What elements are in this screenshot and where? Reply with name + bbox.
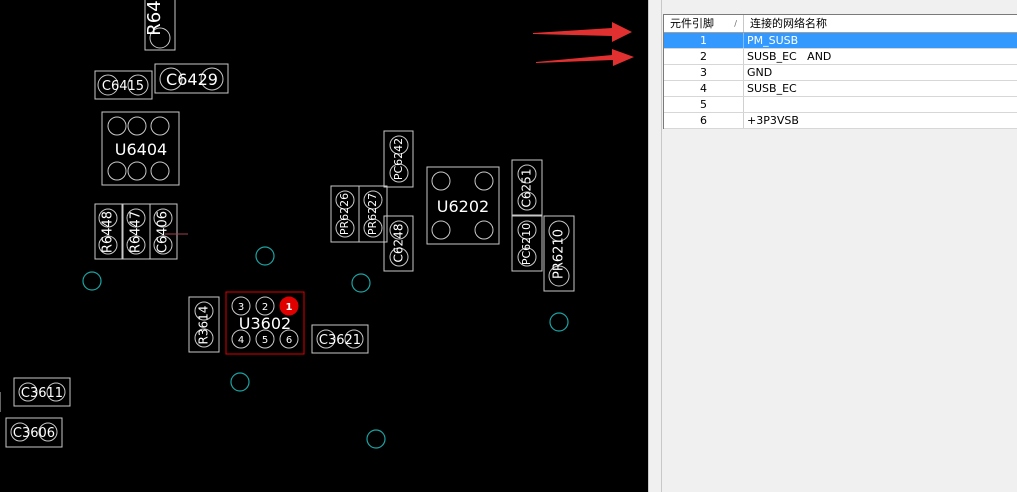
u3602-pin-4[interactable]: 4 <box>231 329 251 349</box>
u3602-pin-5[interactable]: 5 <box>255 329 275 349</box>
via <box>230 372 250 392</box>
component-pr6227[interactable]: PR6227 <box>358 185 388 243</box>
pr6227-label: PR6227 <box>366 193 379 235</box>
u3602-label: U3602 <box>239 314 291 333</box>
net-cell: +3P3VSB <box>747 114 799 127</box>
table-row[interactable]: 5 <box>664 97 1017 113</box>
u3602-pin-6[interactable]: 6 <box>279 329 299 349</box>
annotation-arrow-2 <box>536 49 634 66</box>
u6202-label: U6202 <box>437 197 489 216</box>
net-cell: PM_SUSB <box>747 34 799 47</box>
pc6242-label: PC6242 <box>392 138 405 180</box>
pin-cell: 5 <box>664 97 744 112</box>
sort-icon: ∕ <box>734 19 737 28</box>
u6404-label: U6404 <box>115 140 167 159</box>
net-cell: SUSB_EC AND <box>747 50 832 63</box>
panel-splitter[interactable] <box>648 0 662 492</box>
component-u3602[interactable]: 3 2 1 4 5 6 U3602 <box>225 291 305 355</box>
r6447-label: R6447 <box>129 211 144 253</box>
c6429-label: C6429 <box>166 70 218 89</box>
c6406-label: C6406 <box>156 211 171 253</box>
net-cell <box>744 97 1017 112</box>
pin-cell: 6 <box>664 113 744 128</box>
via <box>82 271 102 291</box>
component-r6448[interactable]: R6448 <box>94 203 123 260</box>
c6251-label: C6251 <box>520 169 534 208</box>
svg-text:6: 6 <box>286 335 292 346</box>
component-pc6210[interactable]: PC6210 <box>511 215 543 272</box>
component-c6415[interactable]: C6415 <box>94 70 153 100</box>
u3602-pin-1[interactable]: 1 <box>279 296 299 316</box>
svg-text:1: 1 <box>286 302 293 313</box>
component-c3611[interactable]: C3611 <box>13 377 71 407</box>
net-cell: SUSB_EC <box>747 82 797 95</box>
c3606-label: C3606 <box>13 426 55 441</box>
pcb-canvas[interactable]: R64 C6415 C6429 U6404 R6448 <box>0 0 648 492</box>
svg-text:3: 3 <box>238 302 244 313</box>
pcb-board-view[interactable]: R64 C6415 C6429 U6404 R6448 <box>0 0 648 492</box>
pin-cell: 3 <box>664 65 744 80</box>
component-c6429[interactable]: C6429 <box>154 63 229 94</box>
pin-cell: 4 <box>664 81 744 96</box>
component-r64[interactable]: R64 <box>144 0 176 51</box>
c3611-label: C3611 <box>21 386 63 401</box>
c3621-label: C3621 <box>319 333 361 348</box>
component-pr6226[interactable]: PR6226 <box>330 185 360 243</box>
component-r6447[interactable]: R6447 <box>122 203 151 260</box>
column-header-net[interactable]: 连接的网络名称 <box>750 17 827 30</box>
component-pc6242[interactable]: PC6242 <box>383 130 414 188</box>
component-c3621[interactable]: C3621 <box>311 324 369 354</box>
pr6226-label: PR6226 <box>338 193 351 235</box>
u3602-pin-3[interactable]: 3 <box>231 296 251 316</box>
u3602-pin-2[interactable]: 2 <box>255 296 275 316</box>
pin-cell: 2 <box>664 49 744 64</box>
via <box>366 429 386 449</box>
svg-text:2: 2 <box>262 302 268 313</box>
r3614-label: R3614 <box>197 306 211 345</box>
r64-label: R64 <box>144 0 165 35</box>
component-c6251[interactable]: C6251 <box>511 159 543 216</box>
svg-text:4: 4 <box>238 335 244 346</box>
component-r3614[interactable]: R3614 <box>188 296 220 353</box>
component-c6248[interactable]: C6248 <box>383 215 414 272</box>
pin-cell: 1 <box>664 33 744 48</box>
pr6210-label: PR6210 <box>552 229 567 279</box>
component-pr6210[interactable]: PR6210 <box>543 215 575 292</box>
component-c3606[interactable]: C3606 <box>5 417 63 448</box>
component-u6202[interactable]: U6202 <box>426 166 500 245</box>
component-c6406[interactable]: C6406 <box>149 203 188 260</box>
via <box>549 312 569 332</box>
r6448-label: R6448 <box>101 211 116 253</box>
table-header: 元件引脚 ∕ 连接的网络名称 <box>664 15 1017 33</box>
pc6210-label: PC6210 <box>520 223 533 265</box>
component-u6404[interactable]: U6404 <box>101 111 180 186</box>
column-header-pin[interactable]: 元件引脚 ∕ <box>664 15 744 32</box>
c6415-label: C6415 <box>102 79 144 94</box>
svg-text:5: 5 <box>262 335 268 346</box>
table-row[interactable]: 6+3P3VSB <box>664 113 1017 129</box>
annotation-arrow-1 <box>533 22 632 42</box>
via <box>255 246 275 266</box>
via <box>351 273 371 293</box>
c6248-label: C6248 <box>392 224 406 263</box>
net-cell: GND <box>747 66 773 79</box>
